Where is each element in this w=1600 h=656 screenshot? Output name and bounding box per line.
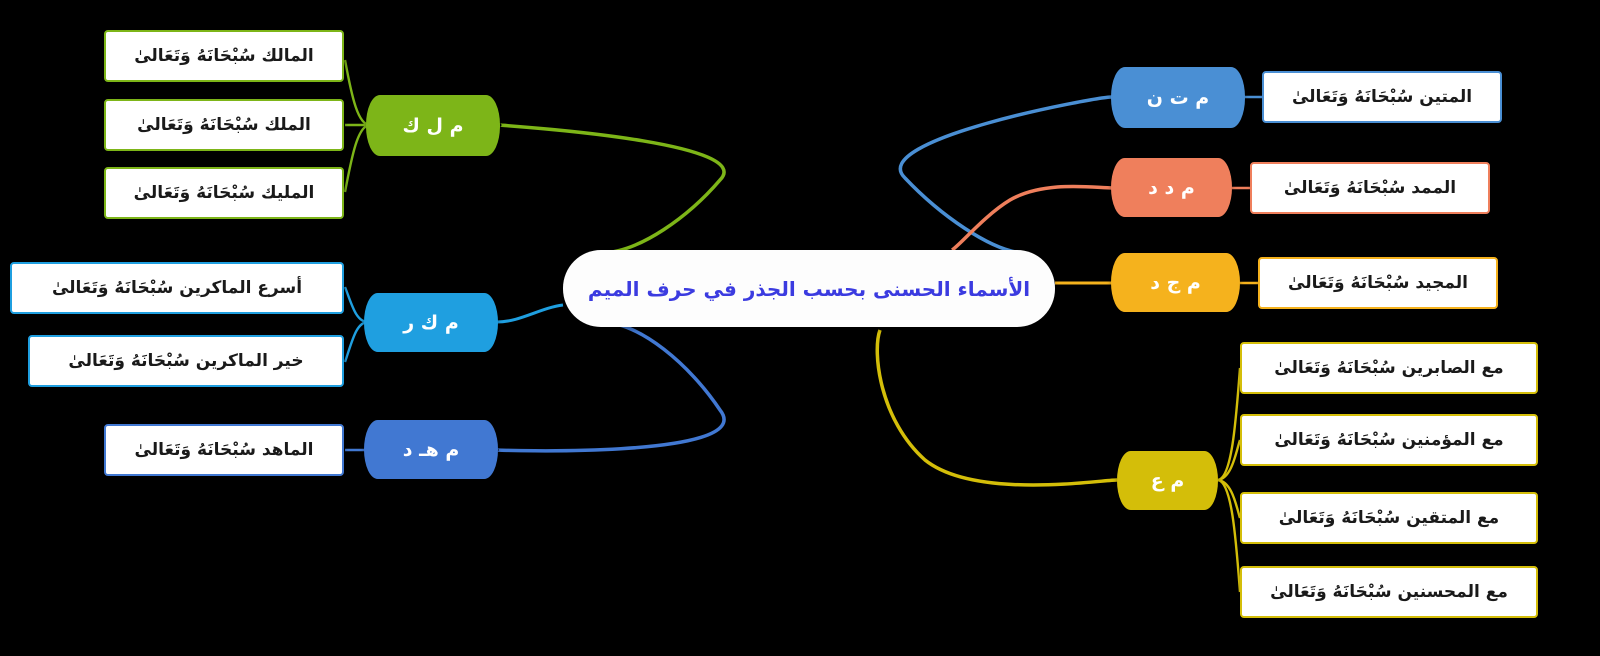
leaf-label: الماهد سُبْحَانَهُ وَتَعَالىٰ <box>134 440 314 460</box>
leaf-label: الملك سُبْحَانَهُ وَتَعَالىٰ <box>137 115 311 135</box>
branch-label-m-h-d: م هـ د <box>402 438 460 461</box>
branch-node-m-aa[interactable]: م ع <box>1117 451 1218 510</box>
leaf-label: أسرع الماكرين سُبْحَانَهُ وَتَعَالىٰ <box>51 278 303 298</box>
leaf-box-al-malik[interactable]: الملك سُبْحَانَهُ وَتَعَالىٰ <box>104 99 344 151</box>
leaf-label: المجيد سُبْحَانَهُ وَتَعَالىٰ <box>1288 273 1468 293</box>
branch-label-m-l-k: م ل ك <box>402 114 464 137</box>
branch-label-m-k-r: م ك ر <box>403 311 459 334</box>
leaf-label: المليك سُبْحَانَهُ وَتَعَالىٰ <box>133 183 315 203</box>
branch-node-m-l-k[interactable]: م ل ك <box>366 95 500 156</box>
leaf-box-maleek[interactable]: المليك سُبْحَانَهُ وَتَعَالىٰ <box>104 167 344 219</box>
central-topic-label: الأسماء الحسنى بحسب الجذر في حرف الميم <box>587 276 1031 301</box>
leaf-label: مع المؤمنين سُبْحَانَهُ وَتَعَالىٰ <box>1274 430 1504 450</box>
link-center-to-mdd <box>950 184 1113 252</box>
leaf-label: خير الماكرين سُبْحَانَهُ وَتَعَالىٰ <box>68 351 304 371</box>
branch-label-m-d-d: م د د <box>1148 176 1195 199</box>
branch-label-m-j-d: م ج د <box>1150 271 1201 294</box>
link-maa-to-leaf-1 <box>1217 439 1242 482</box>
branch-node-m-k-r[interactable]: م ك ر <box>364 293 498 352</box>
link-maa-to-leaf-2 <box>1217 478 1242 519</box>
branch-node-m-t-n[interactable]: م ت ن <box>1111 67 1245 128</box>
link-maa-to-leaf-0 <box>1217 367 1242 482</box>
leaf-box-maa-alsabireen[interactable]: مع الصابرين سُبْحَانَهُ وَتَعَالىٰ <box>1240 342 1538 394</box>
link-center-to-mtn <box>899 95 1113 255</box>
leaf-box-almajeed[interactable]: المجيد سُبْحَانَهُ وَتَعَالىٰ <box>1258 257 1498 309</box>
leaf-box-malik[interactable]: المالك سُبْحَانَهُ وَتَعَالىٰ <box>104 30 344 82</box>
link-center-to-mhd <box>495 320 726 453</box>
link-center-to-maa <box>875 329 1118 487</box>
link-center-to-mkr <box>496 303 564 324</box>
leaf-label: المتين سُبْحَانَهُ وَتَعَالىٰ <box>1291 87 1473 107</box>
branch-label-m-aa: م ع <box>1150 469 1185 492</box>
leaf-box-maa-almuttaqeen[interactable]: مع المتقين سُبْحَانَهُ وَتَعَالىٰ <box>1240 492 1538 544</box>
leaf-box-maa-almuhsineen[interactable]: مع المحسنين سُبْحَانَهُ وَتَعَالىٰ <box>1240 566 1538 618</box>
leaf-label: مع الصابرين سُبْحَانَهُ وَتَعَالىٰ <box>1274 358 1504 378</box>
link-center-to-mlk <box>498 123 726 255</box>
leaf-box-khayr-almakireen[interactable]: خير الماكرين سُبْحَانَهُ وَتَعَالىٰ <box>28 335 344 387</box>
branch-node-m-j-d[interactable]: م ج د <box>1111 253 1240 312</box>
leaf-label: مع المحسنين سُبْحَانَهُ وَتَعَالىٰ <box>1270 582 1508 602</box>
branch-label-m-t-n: م ت ن <box>1146 86 1210 109</box>
leaf-box-almateen[interactable]: المتين سُبْحَانَهُ وَتَعَالىٰ <box>1262 71 1502 123</box>
leaf-box-maa-almumineen[interactable]: مع المؤمنين سُبْحَانَهُ وَتَعَالىٰ <box>1240 414 1538 466</box>
branch-node-m-h-d[interactable]: م هـ د <box>364 420 498 479</box>
leaf-box-almumid[interactable]: الممد سُبْحَانَهُ وَتَعَالىٰ <box>1250 162 1490 214</box>
central-topic-node[interactable]: الأسماء الحسنى بحسب الجذر في حرف الميم <box>563 250 1055 327</box>
leaf-label: الممد سُبْحَانَهُ وَتَعَالىٰ <box>1283 178 1457 198</box>
leaf-label: المالك سُبْحَانَهُ وَتَعَالىٰ <box>134 46 314 66</box>
leaf-label: مع المتقين سُبْحَانَهُ وَتَعَالىٰ <box>1278 508 1500 528</box>
link-maa-to-leaf-3 <box>1217 478 1242 593</box>
leaf-box-almahid[interactable]: الماهد سُبْحَانَهُ وَتَعَالىٰ <box>104 424 344 476</box>
branch-node-m-d-d[interactable]: م د د <box>1111 158 1232 217</box>
leaf-box-asra-almakireen[interactable]: أسرع الماكرين سُبْحَانَهُ وَتَعَالىٰ <box>10 262 344 314</box>
